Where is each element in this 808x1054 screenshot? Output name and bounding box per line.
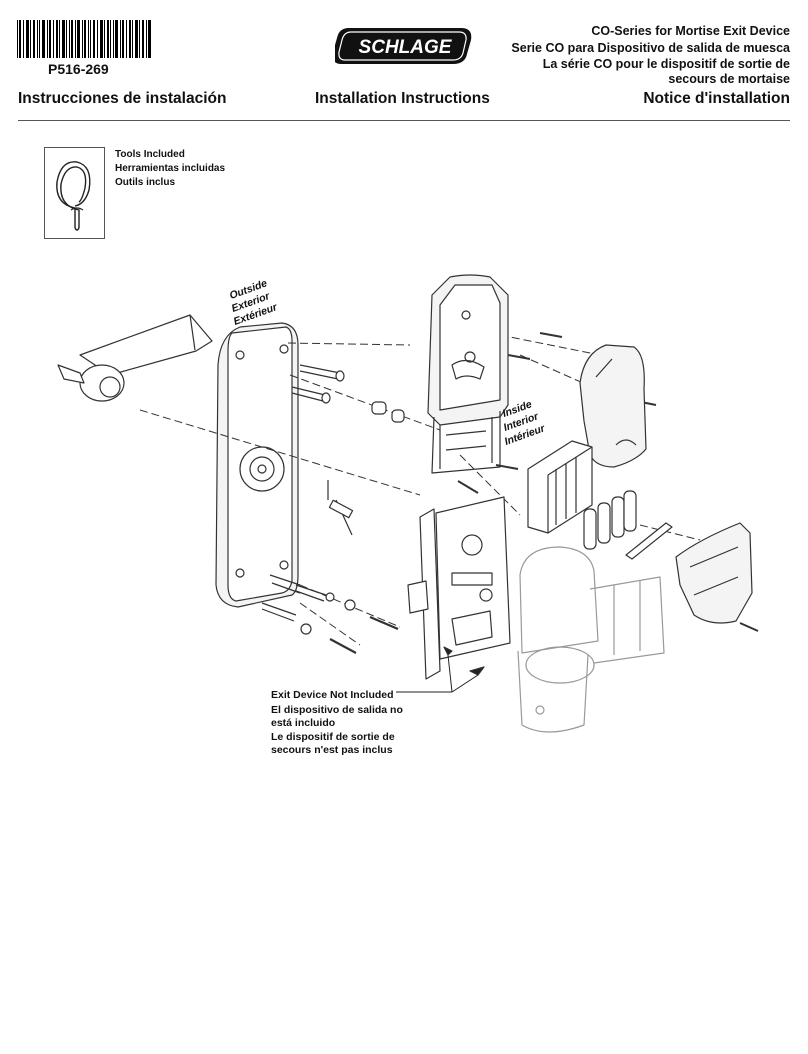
barcode [17,20,151,58]
tools-box [44,147,105,239]
hex-wrench-icon [56,161,91,231]
tools-label-fr: Outils inclus [115,177,176,188]
exit-note-fr-2: secours n'est pas inclus [271,744,393,756]
mounting-posts [261,364,405,654]
inside-chassis [427,274,509,474]
part-number: P516-269 [48,61,109,77]
bottom-cover [675,522,753,624]
bracket [625,522,673,560]
header-rule [18,120,790,121]
title-line-es: Serie CO para Dispositivo de salida de m… [511,41,790,55]
tools-label-en: Tools Included [115,149,185,160]
exploded-assembly-diagram [57,274,759,733]
mortise-lock [407,496,511,680]
heading-english: Installation Instructions [315,90,490,107]
exit-note-en: Exit Device Not Included [271,689,394,701]
lever-handle [57,314,213,402]
battery-cover-top [579,344,647,468]
battery-holder [527,440,593,534]
title-line-en: CO-Series for Mortise Exit Device [591,24,790,38]
heading-french: Notice d'installation [643,90,790,107]
logo-text: SCHLAGE [359,37,453,58]
exit-device [517,546,665,733]
title-line-fr-2: secours de mortaise [668,72,790,86]
title-line-fr-1: La série CO pour le dispositif de sortie… [542,57,790,71]
schlage-logo: SCHLAGE [335,28,472,64]
exit-note-fr-1: Le dispositif de sortie de [271,731,395,743]
exit-note-es-1: El dispositivo de salida no [271,704,403,716]
tools-label-es: Herramientas incluidas [115,163,226,174]
outside-escutcheon [215,322,299,608]
batteries [583,490,637,550]
exit-note-es-2: está incluido [271,717,336,729]
heading-spanish: Instrucciones de instalación [18,90,227,107]
